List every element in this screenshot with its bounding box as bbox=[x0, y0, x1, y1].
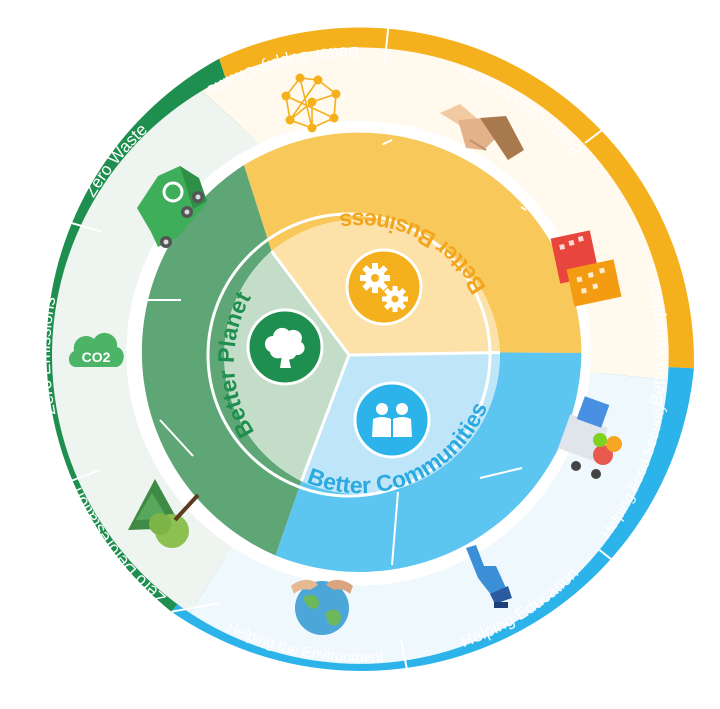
globe-hands-icon bbox=[291, 579, 353, 635]
trees-icon bbox=[128, 479, 200, 548]
buildings-icon bbox=[550, 230, 622, 307]
people-icon bbox=[353, 381, 431, 459]
tree-icon bbox=[246, 308, 324, 386]
icon-ring-planet bbox=[52, 90, 260, 613]
co2-cloud-icon: CO2 bbox=[68, 332, 124, 367]
network-icon bbox=[281, 73, 341, 133]
separators bbox=[33, 10, 634, 687]
handshake-icon bbox=[440, 104, 524, 160]
co2-badge: CO2 bbox=[82, 349, 111, 365]
inner-ring-business bbox=[244, 132, 582, 353]
inner-ring-planet bbox=[141, 165, 302, 556]
inner-ring bbox=[141, 132, 582, 572]
gears-icon bbox=[345, 248, 423, 326]
hand-pointer-icon bbox=[466, 545, 512, 608]
food-truck-icon bbox=[558, 396, 622, 479]
inner-ring-communities bbox=[275, 352, 582, 572]
icon-ring-business bbox=[202, 47, 669, 380]
recycling-truck-icon bbox=[137, 166, 207, 248]
